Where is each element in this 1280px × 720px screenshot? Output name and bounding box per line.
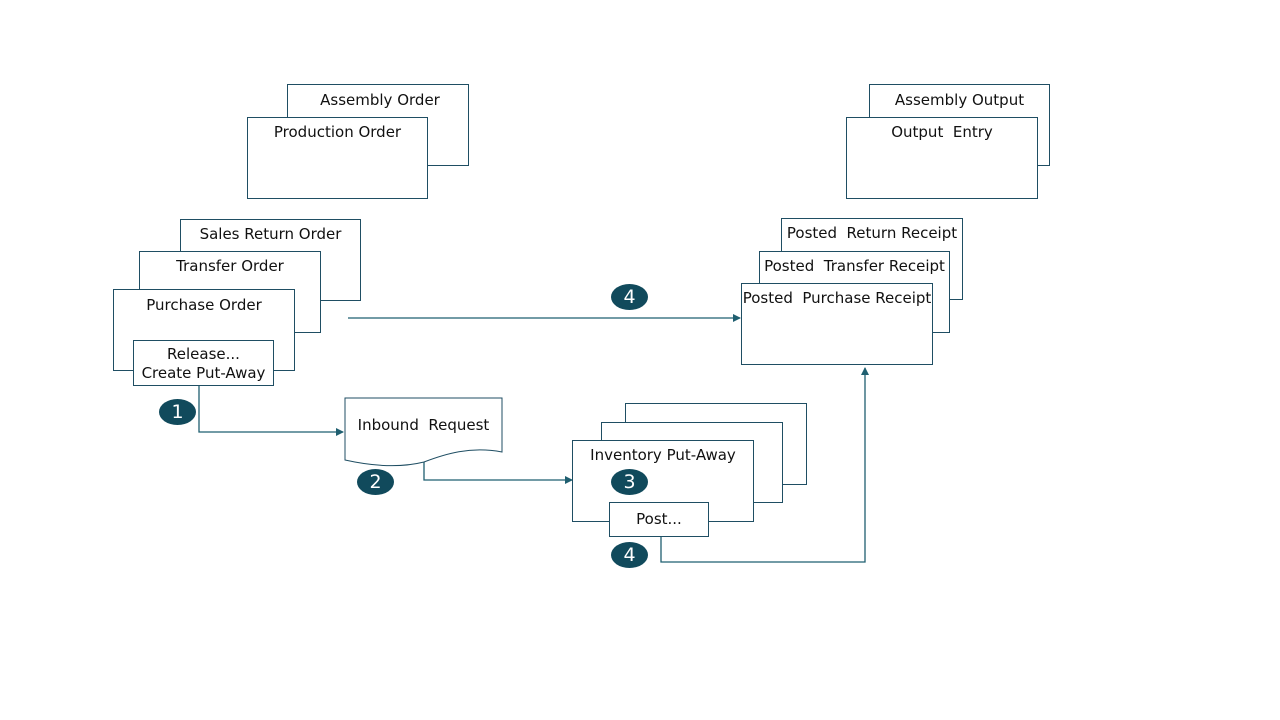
post-label: Post... — [636, 510, 682, 528]
arrow-release-to-inbound-request — [198, 386, 344, 436]
release-create-put-away-label: Release... Create Put-Away — [134, 345, 273, 383]
posted-purchase-receipt-label: Posted Purchase Receipt — [742, 289, 932, 307]
posted-purchase-receipt-box: Posted Purchase Receipt — [741, 283, 933, 365]
step-4-bottom-badge: 4 — [611, 542, 648, 568]
purchase-order-label: Purchase Order — [146, 296, 262, 314]
inventory-put-away-box: Inventory Put-Away — [572, 440, 754, 522]
create-put-away-label: Create Put-Away — [141, 364, 266, 382]
post-button[interactable]: Post... — [609, 502, 709, 537]
release-label: Release... — [167, 345, 240, 363]
inbound-request-shape — [344, 397, 503, 467]
arrow-post-to-posted-receipt — [660, 367, 869, 563]
transfer-order-label: Transfer Order — [176, 257, 284, 275]
output-entry-box: Output Entry — [846, 117, 1038, 199]
inbound-request-label: Inbound Request — [357, 416, 490, 434]
sales-return-order-label: Sales Return Order — [199, 225, 342, 243]
posted-transfer-receipt-label: Posted Transfer Receipt — [764, 257, 945, 275]
assembly-output-label: Assembly Output — [894, 91, 1025, 109]
release-create-put-away-button[interactable]: Release... Create Put-Away — [133, 340, 274, 386]
step-1-badge: 1 — [159, 399, 196, 425]
production-order-label: Production Order — [273, 123, 402, 141]
step-3-badge: 3 — [611, 469, 648, 495]
step-2-badge: 2 — [357, 469, 394, 495]
arrow-inbound-request-to-put-away — [423, 462, 573, 484]
posted-return-receipt-label: Posted Return Receipt — [786, 224, 958, 242]
step-4-top-badge: 4 — [611, 284, 648, 310]
inventory-put-away-label: Inventory Put-Away — [590, 446, 736, 464]
output-entry-label: Output Entry — [891, 123, 993, 141]
production-order-box: Production Order — [247, 117, 428, 199]
assembly-order-label: Assembly Order — [320, 91, 440, 109]
